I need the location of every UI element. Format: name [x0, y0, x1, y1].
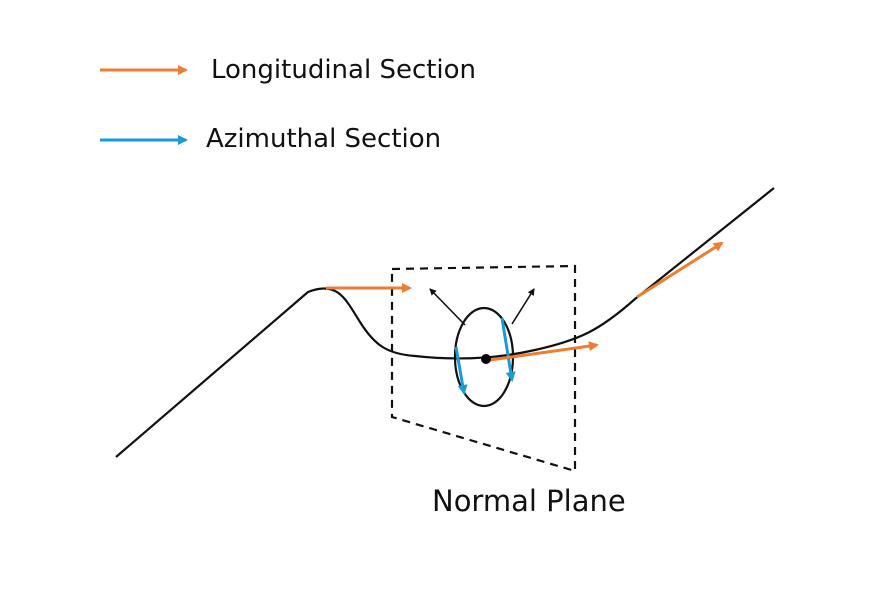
- azimuthal-arrow-left: [454, 346, 468, 395]
- longitudinal-arrow-upper: [636, 241, 724, 299]
- normal-plane-label: Normal Plane: [432, 484, 626, 518]
- longitudinal-arrow-center: [489, 341, 599, 362]
- normal-plane-outline: [390, 264, 577, 473]
- legend-azimuthal-label: Azimuthal Section: [206, 124, 442, 154]
- normal-plane: [390, 264, 577, 473]
- azimuthal-arrow-right: [500, 317, 516, 382]
- legend: [100, 65, 188, 145]
- legend-longitudinal-label: Longitudinal Section: [211, 55, 477, 85]
- normal-vector-right-arrow: [511, 288, 535, 325]
- normal-vector-left-arrow: [429, 288, 466, 326]
- center-point: [481, 354, 491, 364]
- well-trajectory-curve: [115, 187, 775, 458]
